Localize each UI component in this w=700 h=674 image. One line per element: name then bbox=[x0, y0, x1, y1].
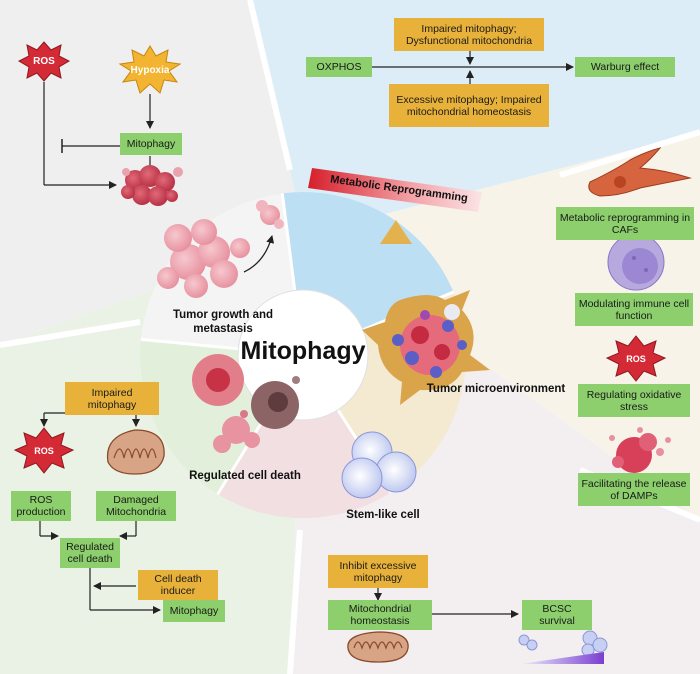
ros-right-label: ROS bbox=[626, 354, 646, 364]
damps-cell-icon bbox=[609, 427, 671, 473]
mitophagy-box-top: Mitophagy bbox=[120, 133, 182, 155]
damaged-mito-box: Damaged Mitochondria bbox=[96, 491, 176, 521]
inhibit-excessive-box: Inhibit excessive mitophagy bbox=[328, 555, 428, 588]
bcsc-cells-icon bbox=[518, 630, 608, 657]
ros-production-box: ROS production bbox=[11, 491, 71, 521]
tumor-growth-label: Tumor growth and metastasis bbox=[172, 309, 274, 335]
tme-label: Tumor microenvironment bbox=[426, 383, 566, 395]
hypoxia-star-icon bbox=[118, 45, 182, 94]
ros-left-label: ROS bbox=[34, 446, 54, 456]
regulated-death-box: Regulated cell death bbox=[60, 538, 120, 568]
caf-cell-icon bbox=[588, 147, 692, 197]
mitochondria-bottom-icon bbox=[347, 631, 409, 663]
cell-death-label: Regulated cell death bbox=[189, 470, 301, 482]
immune-box: Modulating immune cell function bbox=[575, 293, 693, 326]
ros-star-icon bbox=[17, 41, 71, 82]
oxphos-box: OXPHOS bbox=[306, 57, 372, 77]
immune-cell-icon bbox=[607, 233, 665, 291]
bcsc-gradient-bar bbox=[520, 652, 604, 664]
damaged-mitochondria-icon bbox=[106, 429, 165, 475]
center-title: Mitophagy bbox=[240, 337, 366, 365]
hypoxia-label: Hypoxia bbox=[130, 65, 170, 76]
warburg-box: Warburg effect bbox=[575, 57, 675, 77]
tumor-growth-cluster bbox=[157, 200, 284, 298]
impaired-mitophagy-box: Impaired mitophagy; Dysfunctional mitoch… bbox=[394, 18, 544, 51]
damps-box: Facilitating the release of DAMPs bbox=[578, 473, 690, 506]
ros-label: ROS bbox=[33, 56, 55, 67]
cell-death-inducer-box: Cell death inducer bbox=[138, 570, 218, 600]
tumor-cluster-small bbox=[121, 165, 183, 206]
impaired-mitophagy-left-box: Impaired mitophagy bbox=[65, 382, 159, 415]
oxidative-box: Regulating oxidative stress bbox=[578, 384, 690, 417]
mitophagy-left-box: Mitophagy bbox=[163, 600, 225, 622]
cell-death-cluster bbox=[192, 354, 300, 453]
metabolic-seesaw bbox=[308, 168, 482, 244]
excessive-mitophagy-box: Excessive mitophagy; Impaired mitochondr… bbox=[389, 84, 549, 127]
stem-label: Stem-like cell bbox=[346, 509, 420, 521]
bcsc-survival-box: BCSC survival bbox=[522, 600, 592, 630]
mito-homeostasis-box: Mitochondrial homeostasis bbox=[328, 600, 432, 630]
stem-cells bbox=[341, 431, 417, 499]
cafs-box: Metabolic reprogramming in CAFs bbox=[556, 207, 694, 240]
ros-star-right-icon bbox=[605, 335, 667, 382]
ros-star-left-icon bbox=[13, 427, 75, 474]
tme-cluster bbox=[362, 290, 490, 405]
